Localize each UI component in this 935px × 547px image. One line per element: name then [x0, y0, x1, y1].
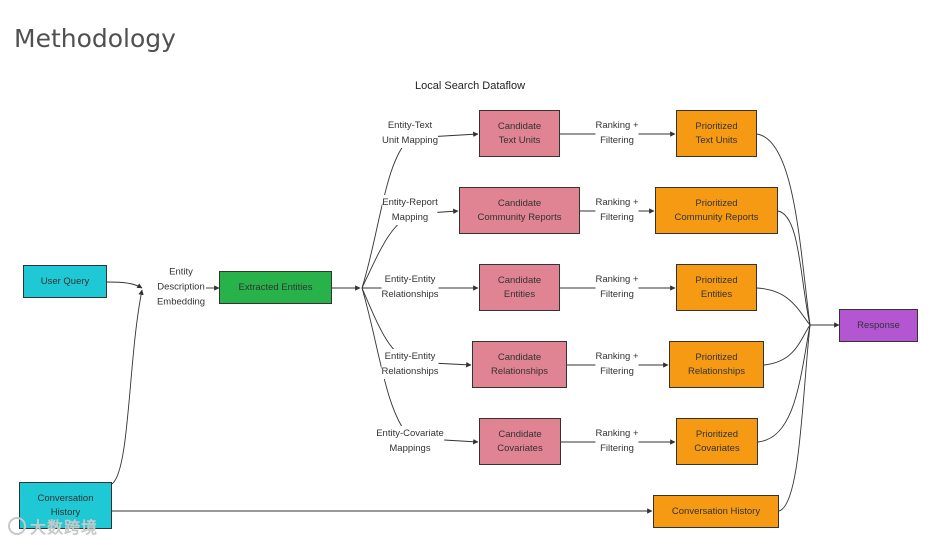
edge-label-entity-report-mapping: Entity-Report Mapping — [382, 195, 438, 225]
edge-label-ranking-filtering-3: Ranking + Filtering — [595, 272, 639, 302]
edge-community-to-response — [777, 210, 811, 326]
edge-label-entity-description-embedding: Entity Description Embedding — [156, 264, 206, 310]
edge-label-ranking-filtering-1: Ranking + Filtering — [595, 118, 639, 148]
watermark: 大数跨境 — [8, 514, 98, 538]
edge-entities-to-response — [756, 287, 811, 326]
edge-user-query — [106, 281, 143, 289]
node-candidate-entities: Candidate Entities — [479, 264, 560, 311]
edge-label-entity-entity-relationships-2: Entity-Entity Relationships — [381, 349, 439, 379]
watermark-logo-icon — [8, 517, 26, 535]
page-title: Methodology — [14, 24, 176, 53]
edge-covariates-to-response — [757, 324, 811, 443]
node-candidate-covariates: Candidate Covariates — [479, 418, 561, 465]
edge-label-entity-covariate-mappings: Entity-Covariate Mappings — [376, 426, 444, 456]
node-extracted-entities: Extracted Entities — [219, 271, 332, 304]
node-prioritized-community-reports: Prioritized Community Reports — [655, 187, 778, 234]
node-candidate-text-units: Candidate Text Units — [479, 110, 560, 157]
diagram-subtitle: Local Search Dataflow — [415, 80, 526, 92]
edge-label-entity-entity-relationships-1: Entity-Entity Relationships — [381, 272, 439, 302]
watermark-text: 大数跨境 — [30, 520, 99, 537]
node-prioritized-text-units: Prioritized Text Units — [676, 110, 757, 157]
node-prioritized-entities: Prioritized Entities — [676, 264, 757, 311]
node-prioritized-covariates: Prioritized Covariates — [676, 418, 758, 465]
edge-label-ranking-filtering-2: Ranking + Filtering — [595, 195, 639, 225]
edge-label-ranking-filtering-4: Ranking + Filtering — [595, 349, 639, 379]
edge-history-to-response — [778, 324, 811, 512]
edge-label-entity-text-unit-mapping: Entity-Text Unit Mapping — [382, 118, 438, 148]
edge-conversation-history-up — [111, 289, 144, 485]
node-conversation-history-input: Conversation History — [19, 482, 112, 529]
node-response: Response — [839, 309, 918, 342]
node-user-query: User Query — [23, 265, 107, 298]
node-candidate-relationships: Candidate Relationships — [472, 341, 567, 388]
node-prioritized-relationships: Prioritized Relationships — [669, 341, 764, 388]
edge-text-units-to-response — [756, 133, 811, 326]
edge-relationships-to-response — [763, 324, 811, 366]
node-candidate-community-reports: Candidate Community Reports — [459, 187, 580, 234]
node-conversation-history-output: Conversation History — [653, 495, 779, 528]
edge-label-ranking-filtering-5: Ranking + Filtering — [595, 426, 639, 456]
